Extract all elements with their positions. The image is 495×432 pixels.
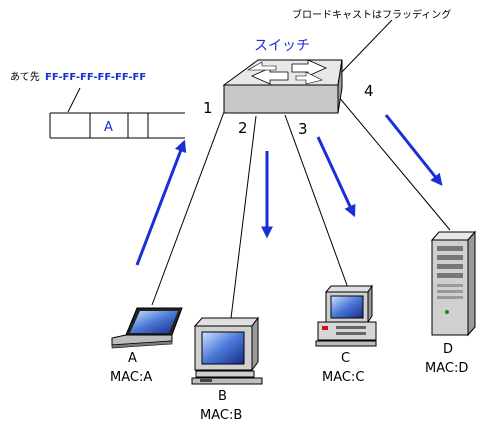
host-d-name: D [443, 342, 453, 357]
ethernet-frame [49, 112, 185, 139]
port-1-label: 1 [203, 99, 213, 117]
host-c-mac: MAC:C [322, 370, 364, 385]
arrow-to-d [384, 114, 443, 186]
link-port1-a [151, 111, 225, 306]
link-port2-b [230, 115, 257, 319]
port-3-label: 3 [298, 120, 308, 138]
flood-arrows [135, 114, 443, 266]
host-b-name: B [218, 389, 227, 404]
port-2-label: 2 [238, 119, 248, 137]
callout-leader [339, 19, 393, 75]
host-c-name: C [341, 351, 350, 366]
frame-dest-prefix: あて先 [10, 71, 40, 83]
frame-src-cell: A [104, 120, 113, 135]
frame-dest-mac: FF-FF-FF-FF-FF-FF [45, 72, 146, 83]
server-tower-icon [430, 230, 477, 337]
link-port3-c [284, 114, 349, 289]
laptop-icon [111, 307, 183, 349]
link-port4-d [337, 95, 451, 231]
switch-label: スイッチ [254, 38, 310, 54]
host-d-mac: MAC:D [425, 361, 468, 376]
host-a-mac: MAC:A [110, 370, 152, 385]
links [151, 95, 451, 319]
host-a-name: A [128, 351, 137, 366]
arrow-a-to-switch [135, 139, 187, 266]
desktop-pc-icon [315, 284, 377, 347]
arrow-to-c [316, 136, 356, 218]
port-4-label: 4 [364, 82, 374, 100]
frame-leader [67, 87, 81, 113]
desktop-monitor-icon [191, 316, 263, 385]
switch-icon [222, 59, 343, 114]
callout-text: ブロードキャストはフラッディング [292, 8, 451, 21]
host-b-mac: MAC:B [200, 408, 242, 423]
